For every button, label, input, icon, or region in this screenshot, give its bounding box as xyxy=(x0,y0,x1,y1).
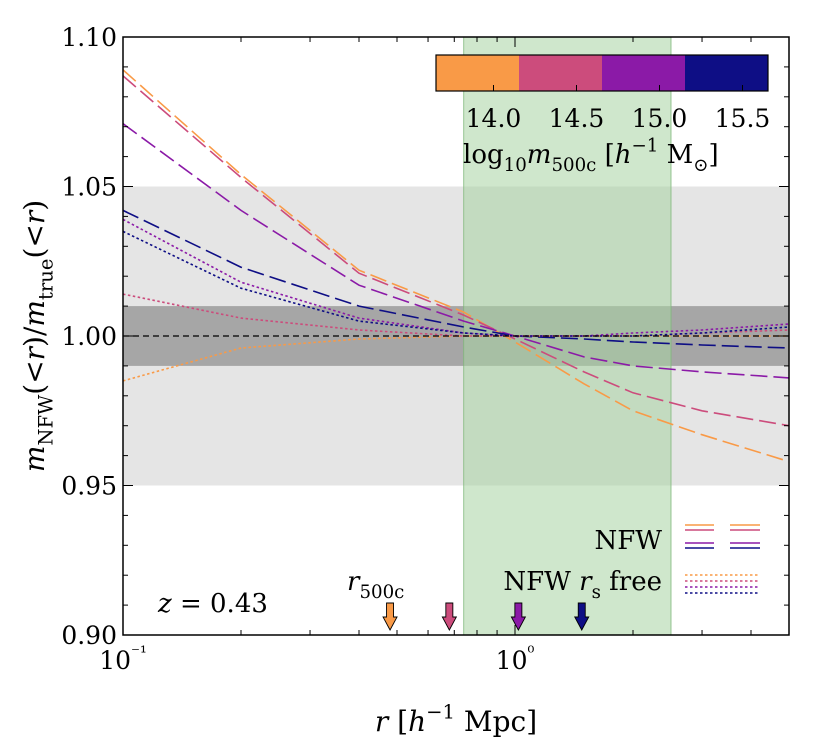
r500c-arrow-0 xyxy=(382,602,398,631)
colorbar-tick-label: 14.5 xyxy=(549,104,605,133)
r500c-arrow-2 xyxy=(510,602,527,631)
colorbar-tick-label: 14.0 xyxy=(466,104,522,133)
x-axis-label: r [h−1 Mpc] xyxy=(375,700,537,738)
colorbar-tick-label: 15.0 xyxy=(632,104,688,133)
x-tick-label: 10⁰ xyxy=(496,643,535,675)
annotations: z = 0.43 r500c xyxy=(157,567,404,619)
y-tick-label: 0.95 xyxy=(61,472,117,501)
r500c-arrows xyxy=(382,602,590,631)
colorbar-segment-1 xyxy=(519,55,602,91)
colorbar-segment-2 xyxy=(602,55,685,91)
r500c-arrow-3 xyxy=(573,602,590,631)
colorbar-segment-3 xyxy=(685,55,768,91)
axis-ticks: 0.90 0.95 1.00 1.05 1.10 10⁻¹ 10⁰ xyxy=(61,23,790,675)
r500c-arrow-1 xyxy=(441,602,458,631)
nfw-line-1 xyxy=(122,75,790,427)
redshift-label: z = 0.43 xyxy=(157,589,268,619)
nfw-line-0 xyxy=(122,69,790,463)
colorbar-segment-0 xyxy=(436,55,519,91)
legend: NFW NFW rs free xyxy=(503,524,760,603)
legend-label-nfw: NFW xyxy=(594,526,662,556)
colorbar-tick-label: 15.5 xyxy=(715,104,771,133)
r500c-label: r500c xyxy=(347,567,404,603)
axis-labels: r [h−1 Mpc] mNFW(<r)/mtrue(<r) xyxy=(18,200,537,738)
y-tick-label: 1.00 xyxy=(61,322,117,351)
y-axis-label: mNFW(<r)/mtrue(<r) xyxy=(18,200,57,472)
y-tick-label: 0.90 xyxy=(61,621,117,650)
colorbar-label: log10m500c [h−1 M⊙] xyxy=(463,135,719,176)
legend-label-nfw-rs-free: NFW rs free xyxy=(503,567,662,603)
colorbar-frame xyxy=(435,54,769,92)
y-tick-label: 1.05 xyxy=(61,173,117,202)
y-tick-label: 1.10 xyxy=(61,23,117,52)
x-tick-label: 10⁻¹ xyxy=(99,643,147,675)
